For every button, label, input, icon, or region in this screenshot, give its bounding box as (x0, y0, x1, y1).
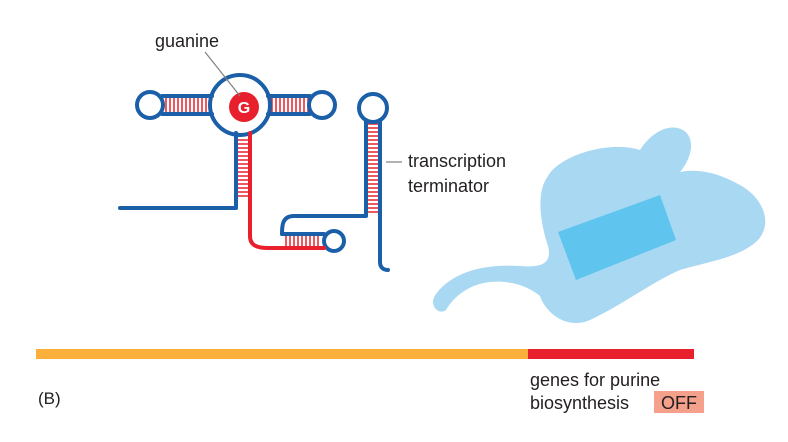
riboswitch-rna: G (118, 73, 390, 272)
guanine-ligand (229, 92, 259, 122)
off-badge (654, 391, 704, 413)
purine-genes-bar (528, 349, 694, 359)
right-stem-base-pairs (271, 95, 309, 115)
rna-backbone-red (248, 131, 326, 250)
guanine-label: guanine (155, 31, 219, 51)
panel-label: (B) (38, 389, 61, 408)
terminator-label-line1: transcription (408, 151, 506, 171)
guanine-leader-line (204, 51, 241, 97)
rna-backbone-blue (118, 73, 390, 272)
genes-label-line1: genes for purine (530, 370, 660, 390)
off-badge-text: OFF (661, 393, 697, 413)
terminator-label-line2: terminator (408, 176, 489, 196)
guanine-symbol: G (238, 100, 250, 117)
central-stem-base-pairs (235, 139, 251, 197)
polymerase-channel (558, 195, 676, 280)
left-stem-base-pairs (165, 95, 207, 115)
genes-label-line2: biosynthesis (530, 393, 629, 413)
terminator-base-pairs (365, 123, 381, 213)
upstream-dna-bar (36, 349, 528, 359)
small-hairpin-base-pairs (285, 233, 319, 249)
rna-polymerase (433, 127, 766, 324)
